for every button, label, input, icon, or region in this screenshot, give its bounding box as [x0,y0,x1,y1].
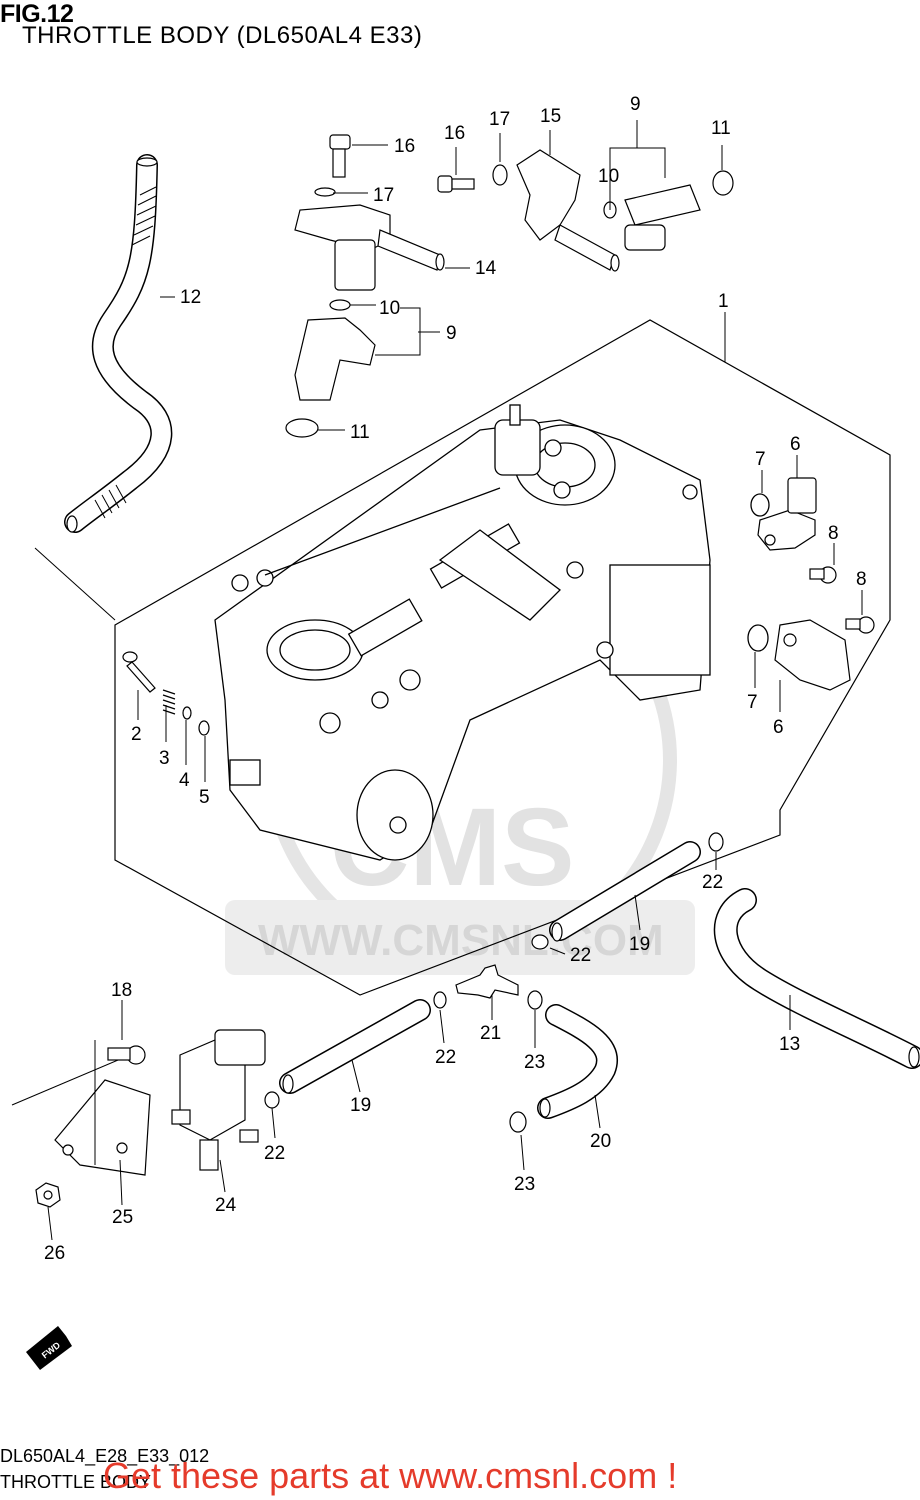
callout-9-top: 9 [630,94,641,115]
callout-5: 5 [199,787,210,808]
promo-link[interactable]: Get these parts at www.cmsnl.com ! [103,1455,678,1496]
part-3-spring [162,689,176,715]
callout-2: 2 [131,724,142,745]
callout-17-left: 17 [373,185,394,206]
part-9-injector-top [603,170,734,251]
callout-19-upper: 19 [629,934,650,955]
callout-22-c: 22 [435,1047,456,1068]
callout-22-d: 22 [264,1143,285,1164]
callout-6-lower: 6 [773,717,784,738]
callout-7-lower: 7 [747,692,758,713]
fwd-arrow-icon: FWD [26,1326,72,1370]
clamps-22-23 [264,832,724,1133]
callout-11-top: 11 [711,118,731,139]
part-5-oring [198,720,210,736]
part-26-nut [35,1182,61,1208]
callout-23-b: 23 [514,1174,535,1195]
hose-12 [64,154,173,533]
callout-17-right: 17 [489,109,510,130]
callout-12: 12 [180,287,201,308]
callout-3: 3 [159,748,170,769]
part-8-screw-lower [845,616,875,634]
part-2-screw [122,651,156,693]
hose-19-lower [279,999,431,1094]
outline-leader [34,547,116,621]
part-18-bolt [107,1045,146,1065]
part-16-bolt-right [437,175,475,193]
callout-21: 21 [480,1023,501,1044]
diagram-code: DL650AL4_E28_E33_012 [0,1446,210,1466]
part-7-oring-upper [750,493,770,517]
callout-11-mid: 11 [350,422,370,443]
callout-8-upper: 8 [828,523,839,544]
callout-labels: 1 2 3 4 5 6 6 7 7 8 8 9 9 10 10 11 11 12… [44,94,867,1264]
callout-7-upper: 7 [755,449,766,470]
callout-25: 25 [112,1207,133,1228]
part-21-tee-joint [455,964,519,999]
callout-20: 20 [590,1131,611,1152]
callout-16-left: 16 [394,136,415,157]
part-9-injector-mid [285,299,376,438]
part-4-washer [182,706,192,720]
callout-15: 15 [540,106,561,127]
callout-18: 18 [111,980,132,1001]
callout-10-top: 10 [598,166,619,187]
leader-lines [47,120,863,1241]
part-24-valve [171,1029,266,1171]
callout-22-b: 22 [570,945,591,966]
hose-20 [537,1004,618,1119]
callout-16-right: 16 [444,123,465,144]
figure-title: THROTTLE BODY (DL650AL4 E33) [22,22,423,49]
part-16-bolt-left [329,134,351,178]
callout-10-mid: 10 [379,298,400,319]
part-17-oring-right [492,164,508,186]
part-15-fuel-pipe-right [516,149,620,272]
outline-leader-lower [11,1054,131,1106]
callout-6-upper: 6 [790,434,801,455]
diagram-name: THROTTLE BODY [0,1472,152,1492]
callout-9-mid: 9 [446,323,457,344]
hose-19-upper [549,841,701,942]
callout-24: 24 [215,1195,237,1216]
callout-14: 14 [475,258,497,279]
callout-13: 13 [779,1034,800,1055]
throttle-body-assembly [214,404,711,861]
callout-22-a: 22 [702,872,723,893]
part-6-sensor-upper [757,477,817,551]
callout-4: 4 [179,770,190,791]
callout-26: 26 [44,1243,65,1264]
part-17-oring-left [314,187,336,197]
hose-13 [713,888,920,1069]
part-14-fuel-pipe-left [294,204,445,291]
callout-1: 1 [718,291,729,312]
figure-number: FIG.12 [0,0,74,28]
callout-8-lower: 8 [856,569,867,590]
part-25-bracket [54,1079,151,1176]
part-8-screw-upper [809,566,837,584]
callout-19-lower: 19 [350,1095,371,1116]
assembly-outline [114,319,891,996]
watermark-url: WWW.CMSNL.COM [258,916,664,965]
callout-23-a: 23 [524,1052,545,1073]
part-7-oring-lower [747,624,769,652]
part-6-sensor-lower [774,619,851,691]
